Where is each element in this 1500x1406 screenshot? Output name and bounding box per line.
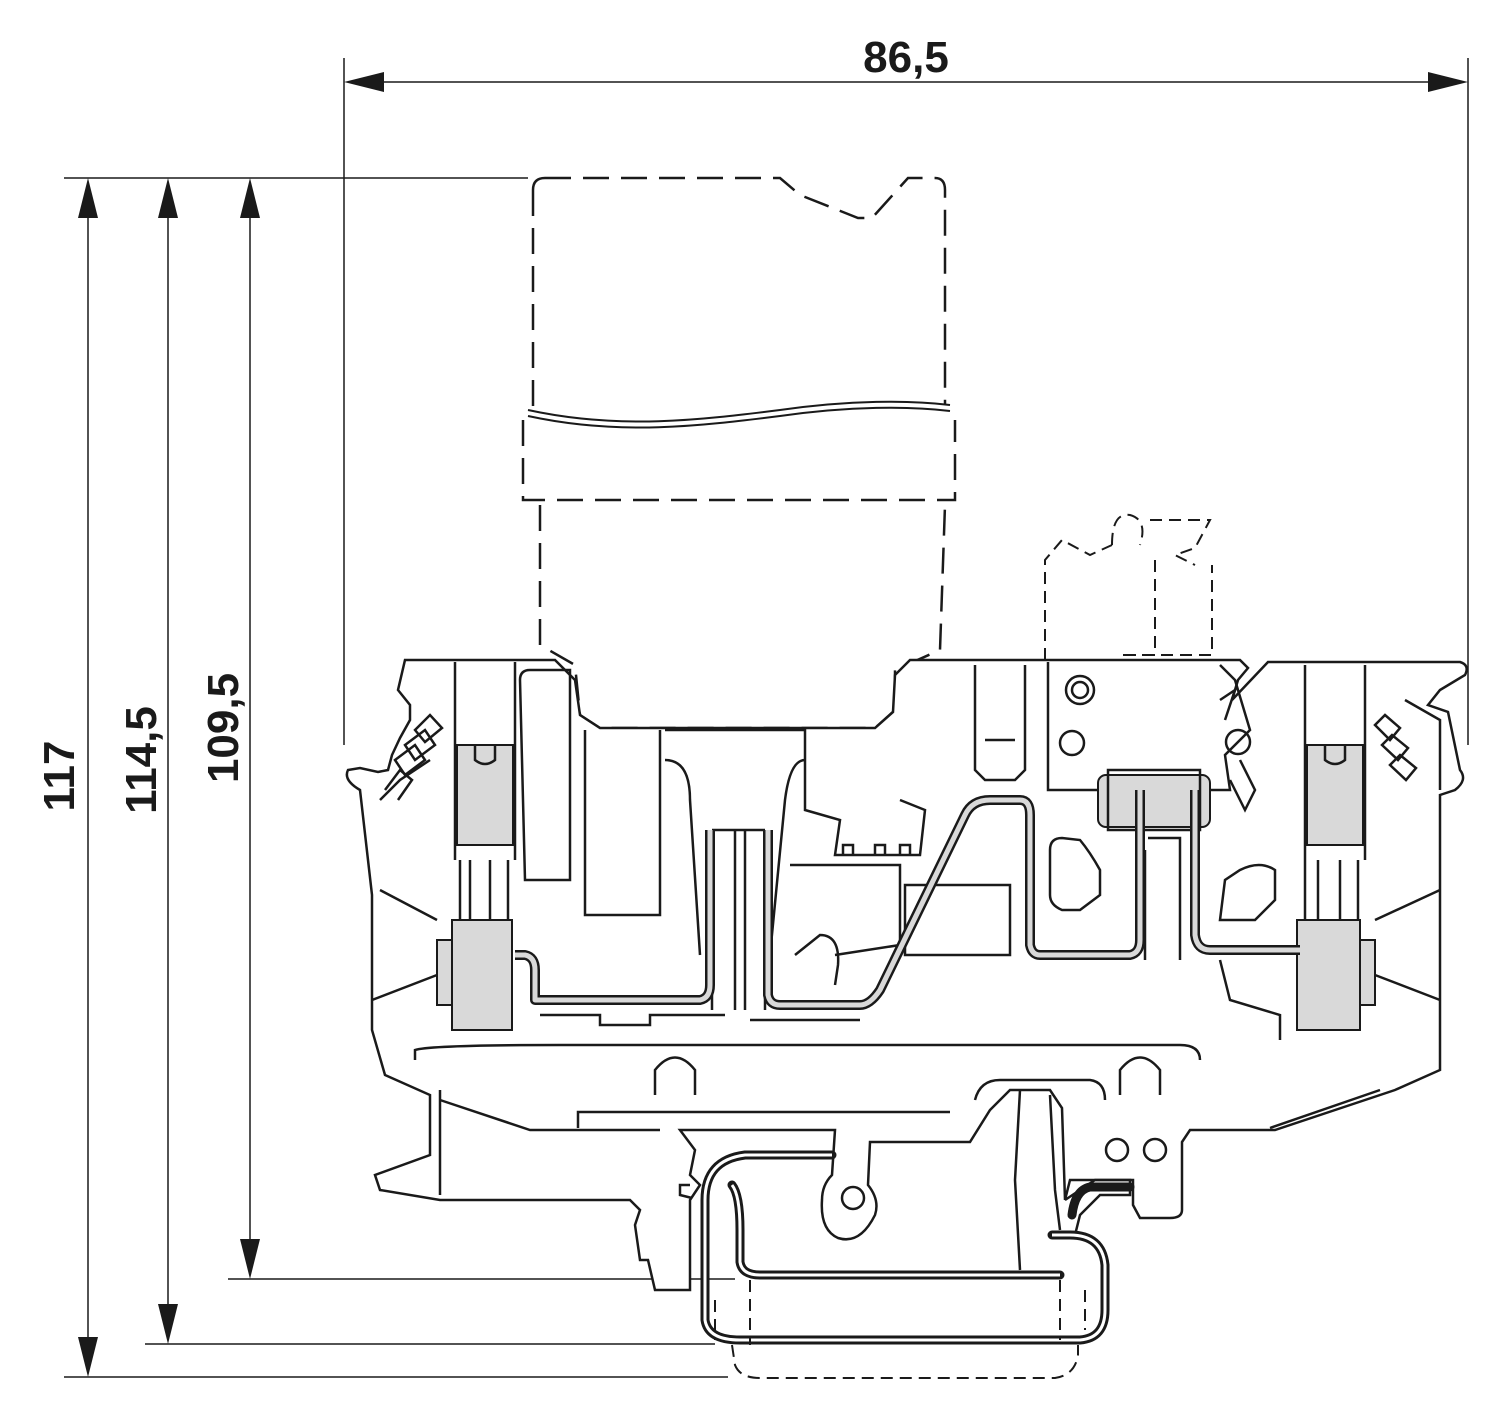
height-small-label: 109,5 — [199, 673, 248, 783]
din-rail — [678, 1150, 1135, 1379]
width-label: 86,5 — [863, 33, 949, 82]
mounting-foot — [840, 1089, 1168, 1271]
height-total-label: 117 — [35, 741, 84, 812]
dimension-height-small: 109,5 — [199, 178, 735, 1280]
right-clamp — [1296, 665, 1442, 1031]
dimension-height-total: 117 — [35, 177, 728, 1378]
bus-bars — [515, 790, 1300, 1040]
left-clamp — [371, 662, 517, 1031]
plug-outline-dashed — [521, 176, 957, 730]
central-chambers — [518, 665, 1027, 1010]
lever-outline-dashed — [1044, 513, 1213, 660]
height-mid-label: 114,5 — [117, 706, 166, 814]
dimension-width: 86,5 — [343, 33, 1469, 745]
switch-mechanism — [1046, 662, 1277, 960]
dimension-height-mid: 114,5 — [117, 178, 715, 1345]
